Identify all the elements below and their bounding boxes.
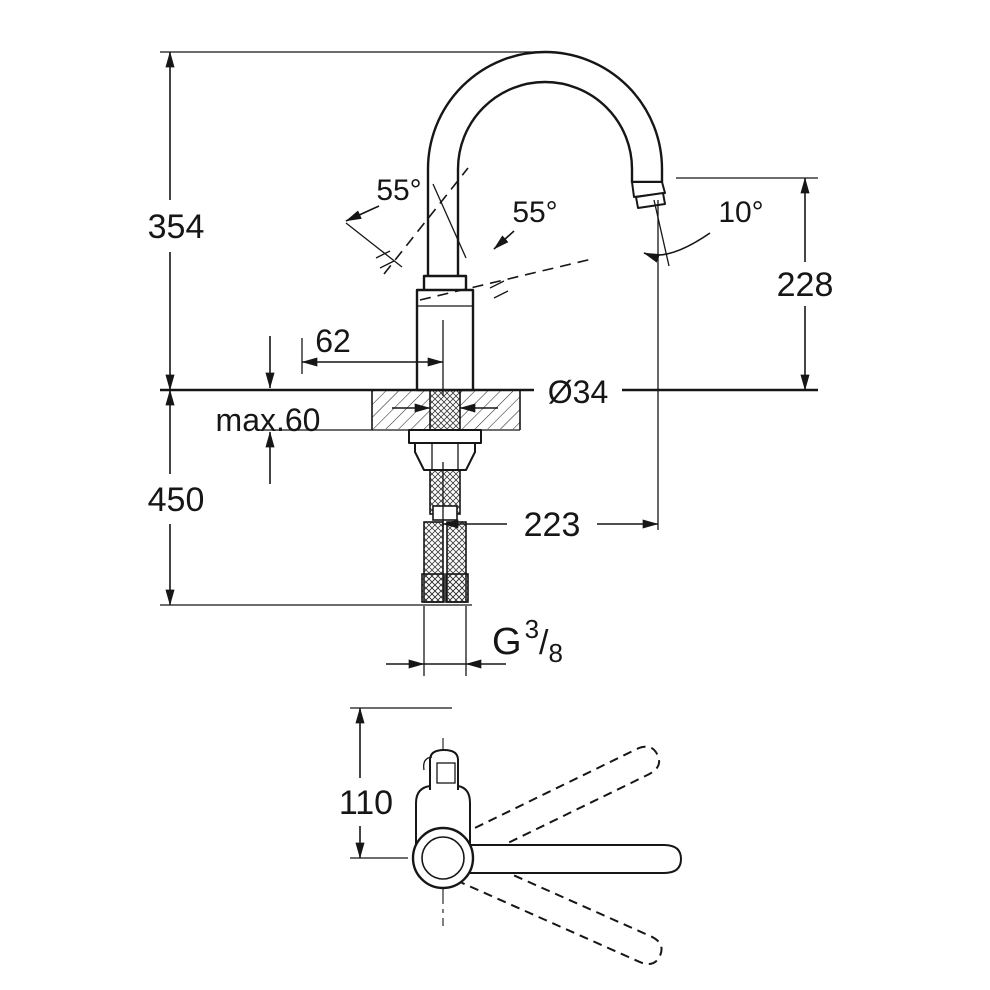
thread-denominator: 8 (548, 638, 562, 668)
mounting-parts (408, 389, 482, 603)
faucet-body (415, 288, 475, 392)
spout-clearance-label: 228 (777, 266, 834, 304)
handle-length-label: 110 (339, 784, 393, 822)
lever-handle (470, 844, 682, 874)
hole-diameter-label: Ø34 (548, 374, 608, 410)
washer (408, 429, 482, 444)
swivel-left-label: 55° (376, 174, 421, 207)
side-view: 354 450 228 62 Ø34 max.60 (148, 50, 834, 676)
top-view-dimension: 110 (339, 707, 452, 859)
handle-swing-line-right (419, 258, 593, 301)
base-circle-inner (421, 836, 465, 880)
swivel-right-label: 55° (512, 196, 557, 229)
shank-tailpiece (432, 505, 458, 521)
spout-arc (426, 50, 664, 280)
outlet-tilt-label: 10° (718, 196, 763, 229)
dimension-annotations: 354 450 228 62 Ø34 max.60 (148, 51, 834, 676)
mounting-nut (414, 442, 476, 471)
outlet-stream-line (653, 199, 670, 267)
handle-offset-label: 62 (315, 323, 351, 359)
counter-hatch-right (460, 391, 520, 429)
handle-swing-line-left (383, 167, 469, 275)
lever-swing-lower (461, 856, 663, 966)
spout-reach-label: 223 (524, 506, 581, 544)
thread-numerator: 3 (525, 614, 539, 644)
thread-letter: G (492, 621, 522, 663)
install-depth-label: 450 (148, 481, 205, 519)
lever-knob (429, 749, 459, 790)
lever-swing-upper (461, 745, 661, 861)
thread-slash: / (539, 624, 549, 662)
deck-thickness-label: max.60 (216, 402, 321, 438)
faucet-outline (415, 50, 666, 396)
top-view: 110 (339, 707, 682, 966)
counter-hatch-left (372, 391, 430, 429)
overall-height-label: 354 (148, 208, 205, 246)
hose-fitting-right (445, 573, 469, 603)
hose-fitting-left (421, 573, 445, 603)
